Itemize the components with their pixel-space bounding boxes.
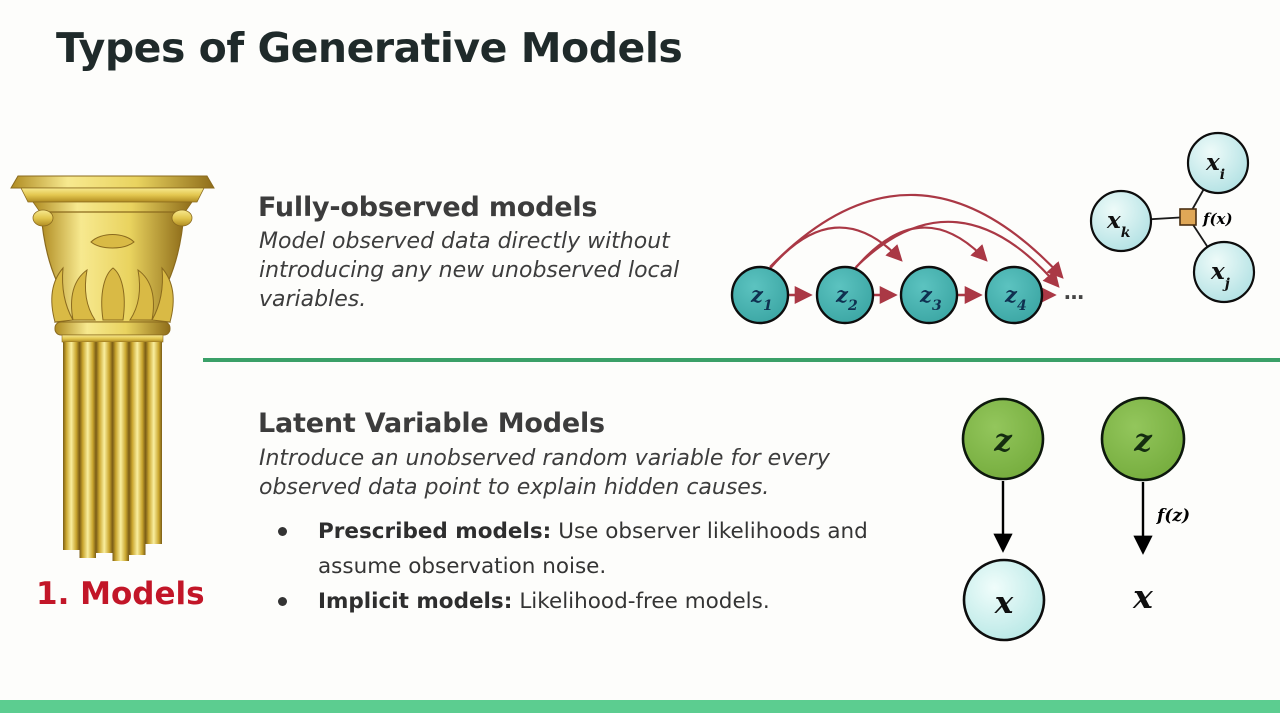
factor-function-label: f(x) — [1202, 210, 1233, 228]
node-z2 — [815, 265, 875, 325]
greek-column-icon — [10, 175, 215, 561]
node-xj — [1192, 240, 1256, 304]
node-xk — [1089, 189, 1153, 253]
column-volute-left — [32, 209, 54, 227]
latent-bullet-list: Prescribed models:Use observer likelihoo… — [276, 514, 886, 619]
fully-observed-heading: Fully-observed models — [258, 192, 598, 223]
node-z1 — [730, 265, 790, 325]
desc-line: Introduce an unobserved random variable … — [259, 446, 830, 471]
desc-line: introducing any new unobserved local — [259, 258, 680, 283]
function-label: f(z) — [1156, 506, 1190, 526]
factor-square — [1179, 208, 1197, 226]
svg-text:z1: z1 — [750, 282, 773, 314]
latent-models-description: Introduce an unobserved random variable … — [259, 444, 830, 502]
column-shaft — [63, 342, 162, 561]
svg-text:xk: xk — [1106, 207, 1131, 241]
column-astragal — [54, 321, 171, 336]
fully-observed-description: Model observed data directly without int… — [259, 227, 679, 314]
bullet-implicit-models: Implicit models:Likelihood-free models. — [276, 584, 886, 619]
x-nodes — [1089, 131, 1256, 304]
node-z3 — [899, 265, 959, 325]
node-z4 — [984, 265, 1044, 325]
implicit-model-diagram: z f(z) x — [1100, 396, 1190, 616]
latent-models-heading: Latent Variable Models — [258, 408, 605, 439]
autoregressive-diagram: z1 z2 z3 z4 … — [730, 193, 1084, 325]
svg-text:xj: xj — [1210, 258, 1230, 292]
svg-text:z3: z3 — [919, 282, 942, 314]
column-echinus — [32, 201, 193, 213]
z-nodes — [730, 265, 1044, 325]
column-volute-right — [171, 209, 193, 227]
column-collar — [61, 334, 164, 343]
skip-connection-arcs — [767, 193, 1064, 288]
factor-graph-diagram: xi xk xj f(x) — [1089, 131, 1256, 304]
bullet-dot — [278, 527, 287, 536]
bullet-text: Use observer likelihoods and — [558, 519, 868, 544]
bottom-accent-bar — [0, 700, 1280, 713]
desc-line: variables. — [259, 287, 367, 312]
z-node-labels: z1 z2 z3 z4 — [750, 282, 1027, 314]
bullet-prescribed-models: Prescribed models:Use observer likelihoo… — [276, 514, 886, 584]
bullet-term: Implicit models: — [318, 589, 513, 614]
bullet-text: Likelihood-free models. — [519, 589, 770, 614]
z-label: z — [1133, 423, 1153, 459]
z-label: z — [993, 423, 1013, 459]
observed-x-node — [962, 558, 1046, 642]
column-molding — [20, 187, 205, 203]
desc-line: Model observed data directly without — [259, 229, 670, 254]
column-abacus — [10, 175, 215, 189]
bullet-dot — [278, 597, 287, 606]
svg-text:z2: z2 — [835, 282, 858, 314]
latent-z-node — [1100, 396, 1186, 482]
x-node-labels: xi xk xj — [1106, 149, 1230, 292]
column-leaves — [51, 234, 174, 323]
bullet-term: Prescribed models: — [318, 519, 552, 544]
svg-text:xi: xi — [1205, 149, 1225, 183]
prescribed-model-diagram: z x — [961, 397, 1046, 642]
page-title: Types of Generative Models — [56, 24, 683, 72]
pillar-caption: 1. Models — [36, 576, 205, 612]
bullet-text-line2: assume observation noise. — [318, 554, 607, 579]
node-xi — [1186, 131, 1250, 195]
latent-variable-diagrams: z x z f(z) x — [961, 396, 1190, 642]
x-label: x — [1132, 577, 1153, 616]
ellipsis-label: … — [1064, 280, 1084, 304]
section-divider — [203, 358, 1280, 362]
latent-z-node — [961, 397, 1045, 481]
x-label: x — [994, 585, 1014, 621]
svg-text:z4: z4 — [1004, 282, 1027, 314]
desc-line: observed data point to explain hidden ca… — [259, 475, 770, 500]
